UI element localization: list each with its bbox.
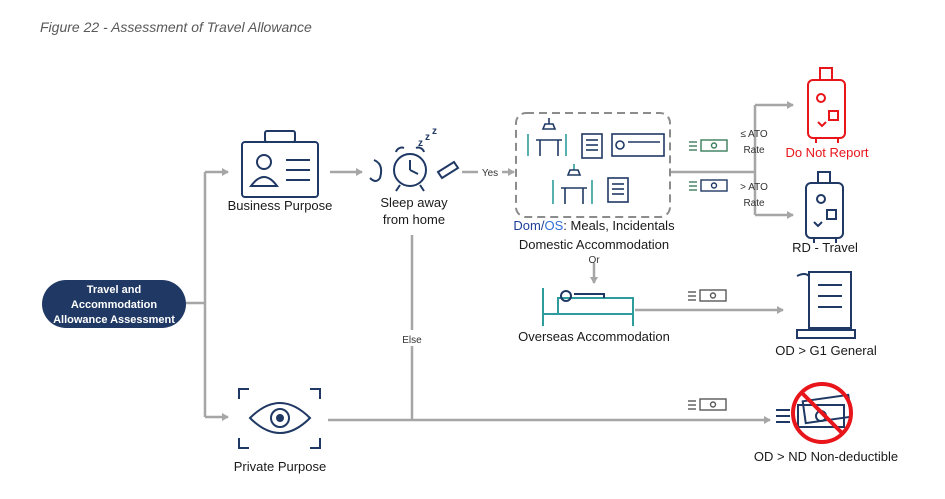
dining-table-icon-2 — [552, 164, 593, 204]
slash-label: / — [541, 218, 545, 233]
start-node-line-3: Allowance Assessment — [53, 314, 175, 326]
scroll-document-icon — [796, 271, 856, 339]
yes-label: Yes — [482, 168, 498, 179]
bed-icon — [611, 133, 665, 157]
rate-label-2: Rate — [743, 198, 765, 209]
cash-icon-2 — [689, 179, 728, 192]
od-nd-label: OD > ND Non-deductible — [754, 449, 898, 464]
alarm-clock-icon: z z z — [369, 126, 460, 192]
start-node-line-2: Accommodation — [71, 299, 157, 311]
dom-os-meals-label: Dom/OS: Meals, Incidentals — [513, 218, 675, 233]
eye-icon — [238, 388, 321, 449]
id-card-icon — [241, 130, 319, 198]
receipt-icon — [581, 133, 603, 159]
cash-icon-3 — [688, 289, 727, 302]
cash-icon — [689, 139, 728, 152]
sleep-away-label-1: Sleep away — [380, 195, 448, 210]
else-label: Else — [402, 335, 422, 346]
do-not-report-label: Do Not Report — [785, 145, 868, 160]
private-purpose-label: Private Purpose — [234, 459, 327, 474]
bed-icon-overseas — [542, 288, 634, 326]
dom-os-group-box — [515, 112, 671, 218]
rd-travel-label: RD - Travel — [792, 240, 858, 255]
no-cash-icon — [776, 382, 853, 444]
domestic-accommodation-label: Domestic Accommodation — [519, 237, 669, 252]
svg-text:z: z — [425, 132, 430, 143]
od-g1-label: OD > G1 General — [775, 343, 877, 358]
else-label-bg — [398, 330, 426, 346]
connector-lines — [186, 101, 794, 424]
start-node-line-1: Travel and — [87, 284, 141, 296]
os-label: OS — [545, 218, 564, 233]
sleep-away-label-2: from home — [383, 212, 445, 227]
business-purpose-label: Business Purpose — [228, 198, 333, 213]
svg-text:z: z — [432, 126, 437, 137]
le-ato-label: ≤ ATO — [740, 129, 768, 140]
figure-caption: Figure 22 - Assessment of Travel Allowan… — [40, 19, 312, 35]
rate-label-1: Rate — [743, 145, 765, 156]
svg-text:z: z — [418, 138, 423, 149]
start-node: Travel and Accommodation Allowance Asses… — [42, 280, 186, 328]
dom-label: Dom — [513, 218, 540, 233]
meals-incidentals-label: : Meals, Incidentals — [563, 218, 675, 233]
overseas-accommodation-label: Overseas Accommodation — [518, 329, 670, 344]
suitcase-icon-red — [807, 67, 846, 143]
or-label: Or — [588, 255, 600, 266]
cash-icon-4 — [688, 398, 727, 411]
receipt-icon-2 — [607, 177, 629, 203]
gt-ato-label: > ATO — [740, 182, 768, 193]
suitcase-icon-navy — [805, 171, 844, 243]
dining-table-icon — [527, 118, 567, 156]
